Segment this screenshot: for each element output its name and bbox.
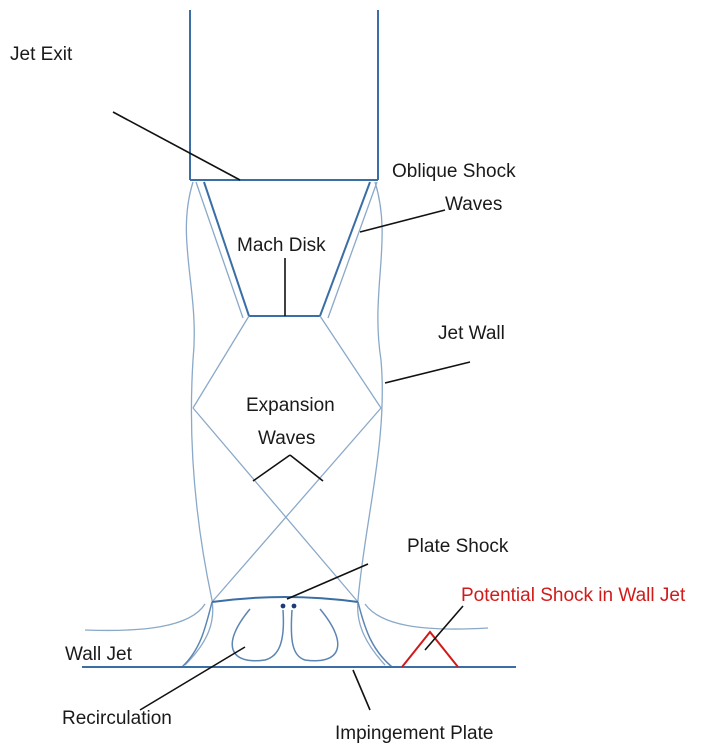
jet-wall-right [356,181,386,666]
leader-lines [112,111,471,711]
stagnation-left [181,601,213,668]
jet-wall-left [184,181,214,666]
nozzle [189,10,379,181]
leader-expansion-left [252,454,291,482]
leader-recirculation [139,646,246,711]
leader-oblique-shock [359,209,446,233]
leader-plate-shock [286,563,369,600]
jet-boundary [184,181,386,666]
leader-jet-wall [384,361,471,384]
label-potential-shock: Potential Shock in Wall Jet [461,585,686,606]
label-jet-exit: Jet Exit [10,44,73,65]
label-oblique-shock-line1: Oblique Shock [392,161,516,182]
recirculation-left-loop [231,608,285,662]
reflect-right [319,315,382,409]
leader-expansion-right [289,454,324,482]
recirculation-right-loop [290,608,339,662]
label-wall-jet: Wall Jet [65,644,133,665]
label-oblique-shock-line2: Waves [445,194,502,215]
label-mach-disk: Mach Disk [237,235,326,256]
oblique-shock-right-outer [327,181,378,319]
labels: Jet Exit Oblique Shock Waves Mach Disk J… [10,44,686,744]
oblique-shock-left [203,181,250,317]
label-jet-wall: Jet Wall [438,323,505,344]
recirculation-zone [231,603,339,662]
cross-wave-1 [192,407,359,603]
plate-shock [211,596,359,603]
leader-jet-exit [112,111,241,181]
label-impingement-plate: Impingement Plate [335,723,493,744]
wall-jet-right-curve [364,603,489,630]
stagnation-right [357,601,393,668]
label-plate-shock: Plate Shock [407,536,509,557]
wall-jet-left-curve [84,603,206,632]
oblique-shock-left-outer [195,181,244,319]
wall-jet-curves [84,601,489,668]
label-recirculation: Recirculation [62,708,172,729]
potential-shock-triangle [401,630,459,668]
cross-wave-2 [211,407,382,603]
expansion-waves [192,315,382,603]
reflect-left [192,315,250,409]
leader-potential-shock [424,605,464,651]
recirculation-dot-left [280,603,286,609]
leader-impingement-plate [352,669,371,711]
oblique-shocks [195,181,378,319]
label-expansion-line1: Expansion [246,395,335,416]
label-expansion-line2: Waves [258,428,315,449]
oblique-shock-right [319,181,371,317]
recirculation-dot-right [291,603,297,609]
